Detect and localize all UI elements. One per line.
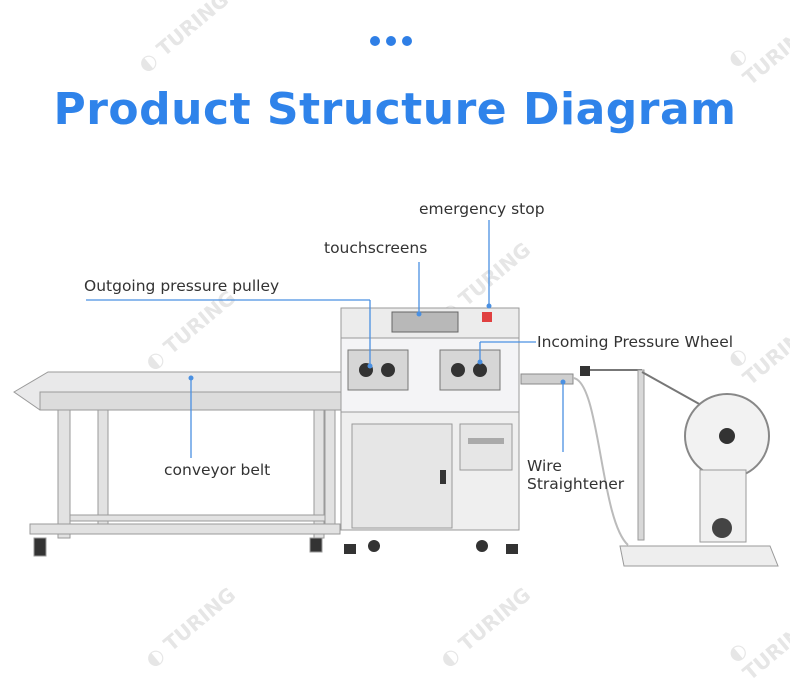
conveyor-table: [13, 371, 345, 557]
label-incoming-pressure-wheel: Incoming Pressure Wheel: [537, 333, 734, 351]
decorative-dots: [370, 36, 412, 46]
dot: [386, 36, 396, 46]
wire-reel-stand: [580, 366, 779, 567]
dot: [402, 36, 412, 46]
label-wire-straightener-line1: Wire: [527, 457, 562, 475]
machine-diagram: [13, 220, 779, 567]
label-conveyor-belt: conveyor belt: [164, 461, 271, 479]
page-title: Product Structure Diagram: [53, 84, 737, 135]
leader-lines: [86, 220, 566, 458]
main-machine: [340, 307, 520, 554]
label-wire-straightener-line2: Straightener: [527, 475, 625, 493]
dot: [370, 36, 380, 46]
label-outgoing-pressure-pulley: Outgoing pressure pulley: [84, 277, 280, 295]
label-touchscreens: touchscreens: [324, 239, 428, 257]
label-emergency-stop: emergency stop: [419, 200, 545, 218]
wire-straightener-unit: [520, 373, 629, 546]
